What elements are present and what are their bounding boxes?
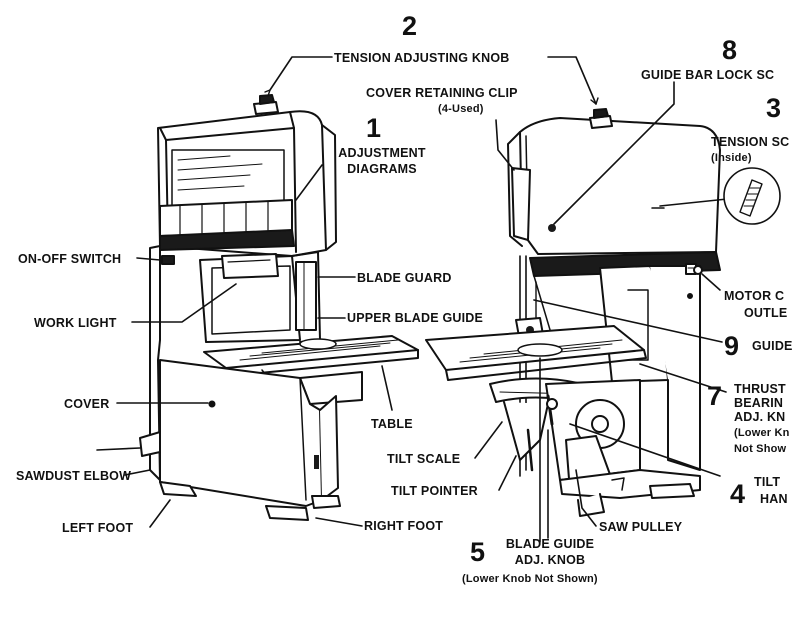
callout-number-2: 2 — [402, 11, 418, 41]
label-table: TABLE — [371, 417, 413, 431]
label-tilt-scale: TILT SCALE — [387, 452, 461, 466]
label-tension-scale-note: (Inside) — [711, 152, 752, 164]
label-thrust-4: (Lower Kn — [734, 427, 790, 439]
label-blade-guide-knob-1: BLADE GUIDE — [505, 537, 595, 551]
label-right-foot: RIGHT FOOT — [364, 519, 444, 533]
label-tilt-pointer: TILT POINTER — [391, 484, 478, 498]
label-saw-pulley: SAW PULLEY — [599, 520, 683, 534]
label-thrust-1: THRUST — [734, 382, 786, 396]
label-adjustment-diagrams-1: ADJUSTMENT — [338, 146, 426, 160]
label-blade-guard: BLADE GUARD — [357, 271, 452, 285]
label-motor-c: MOTOR C — [724, 289, 785, 303]
tension-scale-inset — [723, 167, 781, 225]
label-thrust-5: Not Show — [734, 443, 787, 455]
label-cover: COVER — [64, 397, 110, 411]
label-upper-blade-guide: UPPER BLADE GUIDE — [347, 311, 484, 325]
label-tilt-1: TILT — [754, 475, 781, 489]
label-guide-bar-lock: GUIDE BAR LOCK SC — [641, 68, 775, 82]
callout-number-9: 9 — [724, 331, 740, 361]
label-cover-clip-note: (4-Used) — [438, 103, 484, 115]
label-blade-guide-knob-2: ADJ. KNOB — [514, 553, 586, 567]
callout-number-8: 8 — [722, 35, 738, 65]
label-outle: OUTLE — [744, 306, 788, 320]
right-leader-lines — [474, 56, 757, 543]
label-blade-guide-knob-note: (Lower Knob Not Shown) — [462, 573, 598, 585]
label-sawdust-elbow: SAWDUST ELBOW — [16, 469, 132, 483]
label-guide: GUIDE — [752, 339, 793, 353]
label-cover-clip: COVER RETAINING CLIP — [366, 86, 518, 100]
callout-number-1: 1 — [366, 113, 382, 143]
label-tilt-2: HAN — [760, 492, 788, 506]
callout-number-7: 7 — [707, 381, 723, 411]
callout-number-4: 4 — [730, 479, 746, 509]
label-tension-knob: TENSION ADJUSTING KNOB — [334, 51, 510, 65]
label-thrust-2: BEARIN — [734, 396, 784, 410]
label-adjustment-diagrams-2: DIAGRAMS — [347, 162, 417, 176]
left-leader-lines — [96, 56, 393, 528]
label-tension-scale: TENSION SC — [711, 135, 790, 149]
label-left-foot: LEFT FOOT — [62, 521, 134, 535]
left-saw — [139, 94, 419, 521]
callout-number-3: 3 — [766, 93, 782, 123]
callout-number-5: 5 — [470, 537, 486, 567]
right-saw — [425, 108, 721, 517]
label-work-light: WORK LIGHT — [34, 316, 117, 330]
label-thrust-3: ADJ. KN — [734, 410, 786, 424]
label-on-off-switch: ON-OFF SWITCH — [18, 252, 122, 266]
